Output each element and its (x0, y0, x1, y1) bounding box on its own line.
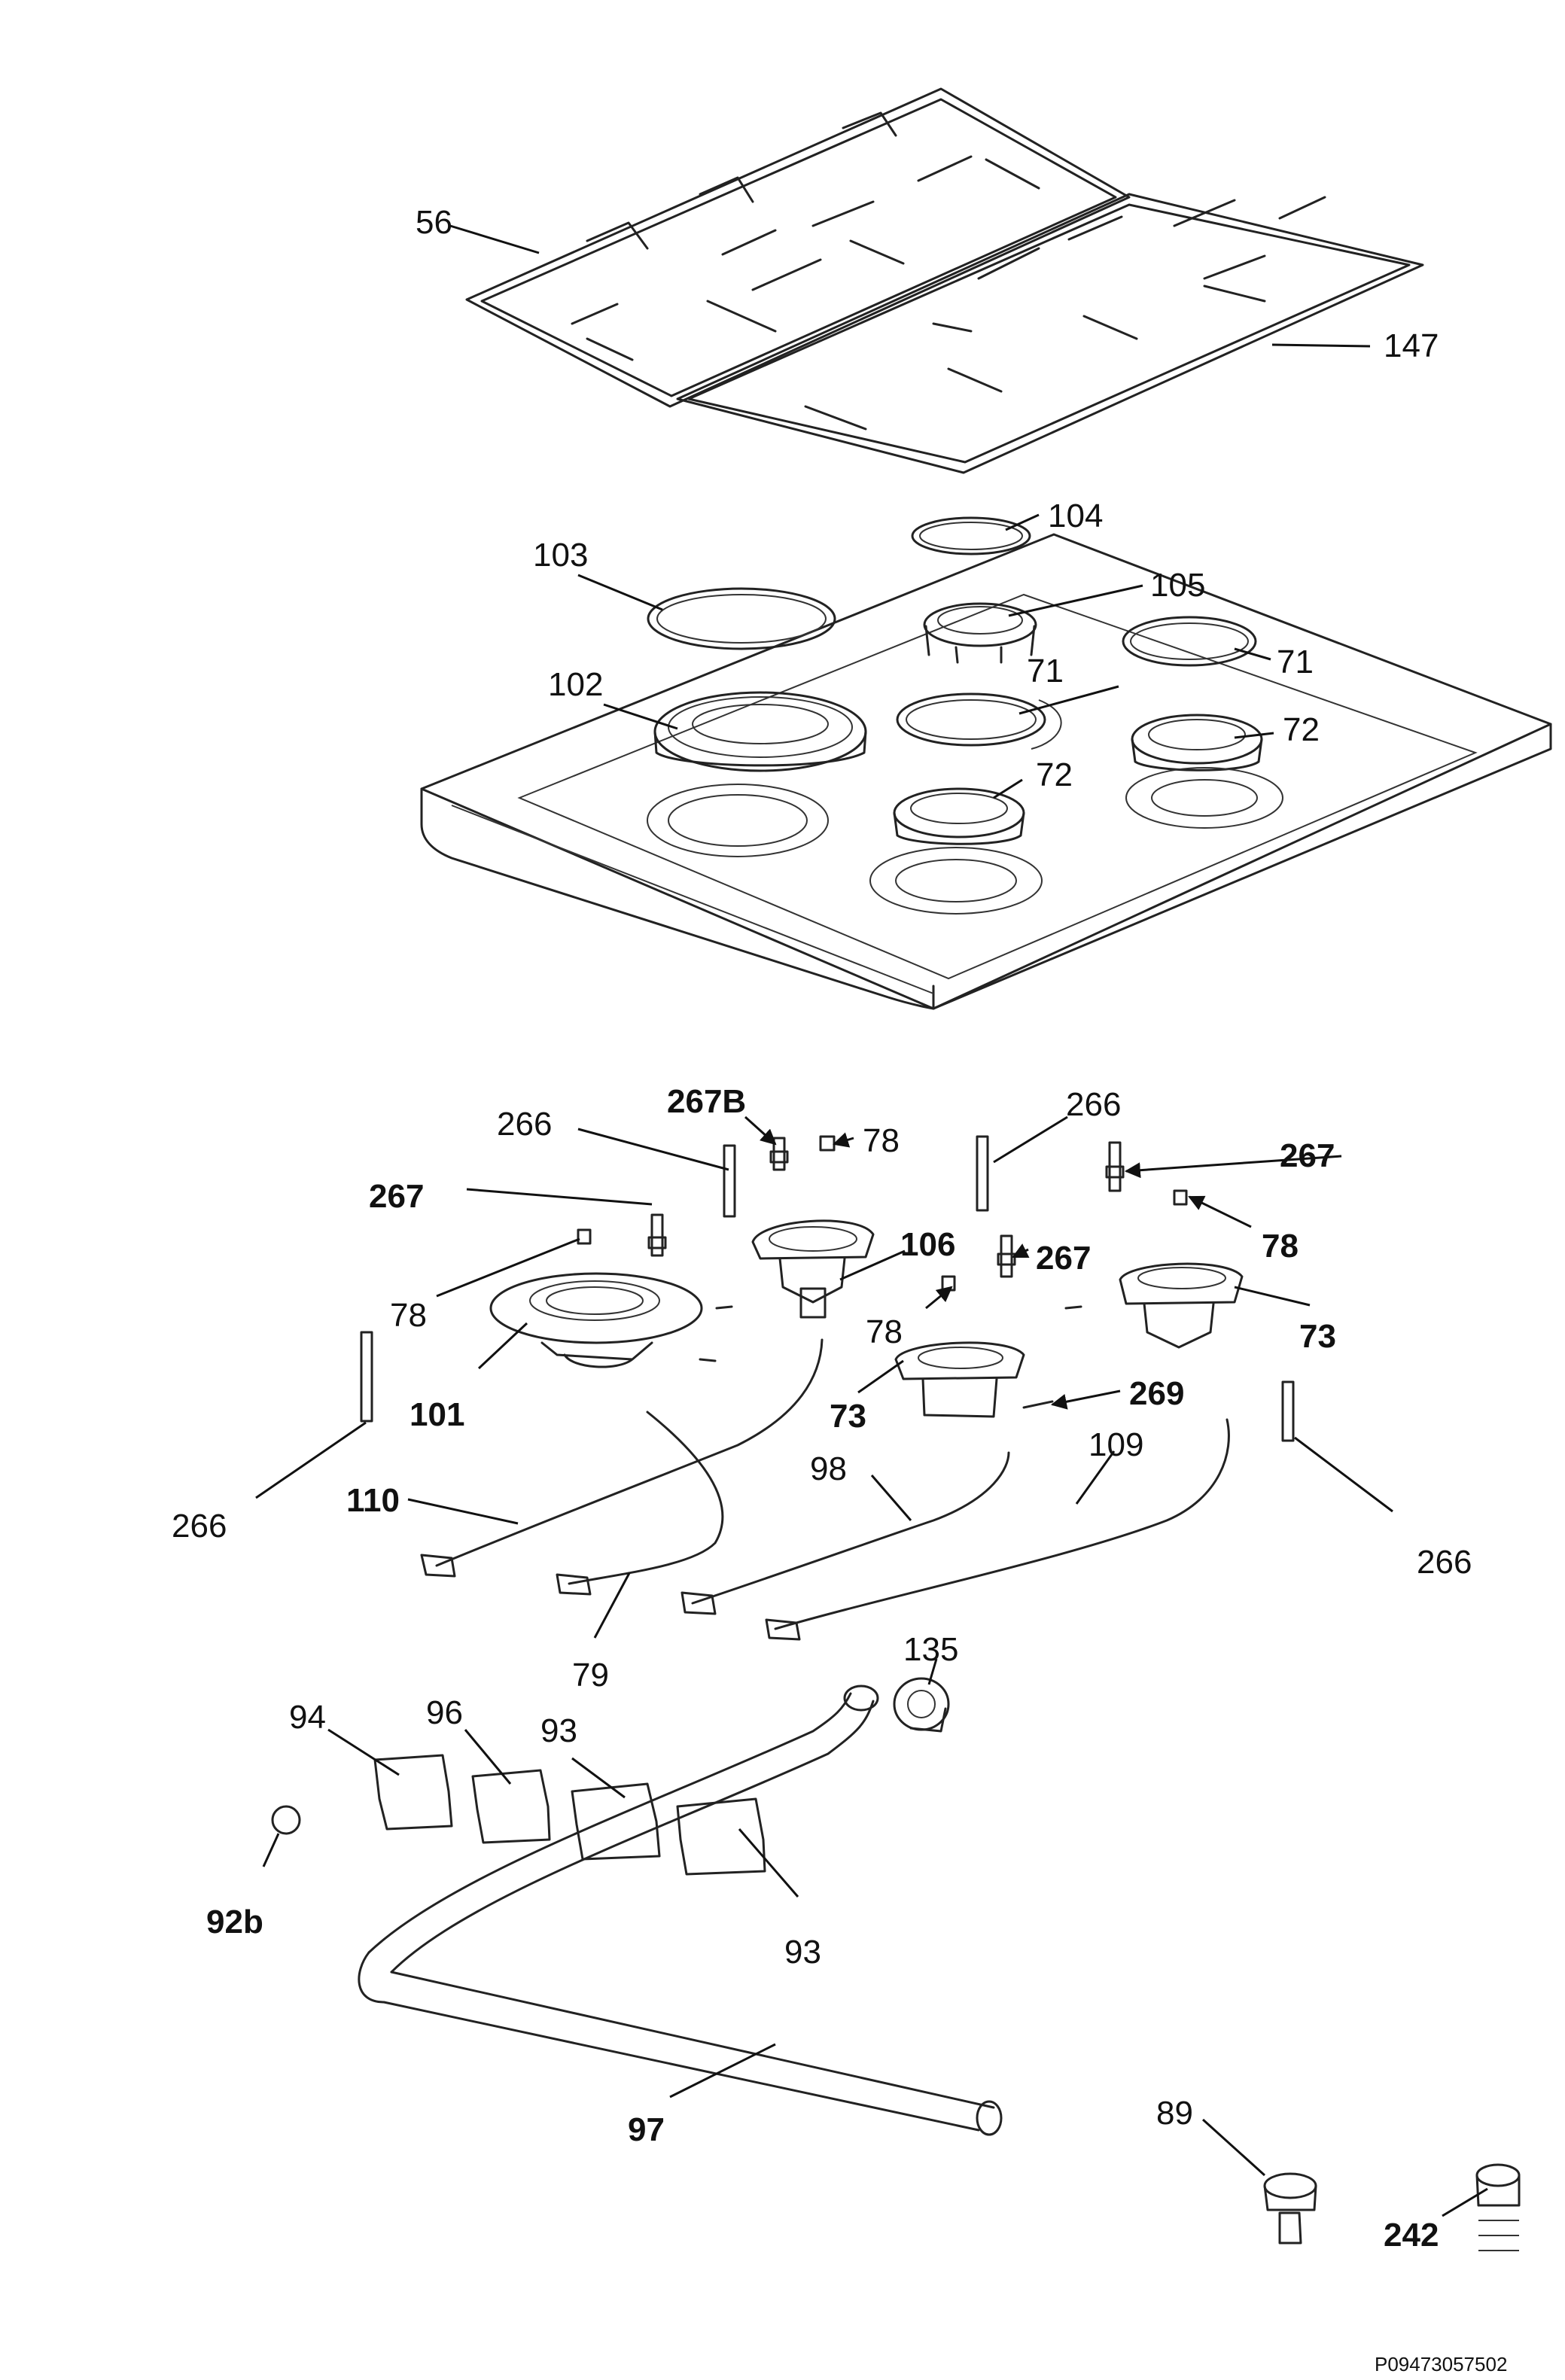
burner-cup-auxiliary (751, 1219, 875, 1319)
burner-cap-large (647, 587, 836, 650)
gas-manifold (358, 1685, 1003, 2136)
label-gas-elbow: 135 (903, 1631, 958, 1668)
label-cap-medium-right: 71 (1277, 644, 1314, 680)
burner-recesses (647, 699, 1283, 915)
burner-cap-medium-center (896, 692, 1046, 747)
label-nozzle-top-center: 78 (863, 1122, 900, 1159)
label-pipe-98: 98 (810, 1450, 847, 1487)
label-cup-auxiliary: 106 (900, 1226, 955, 1263)
label-burner-auxiliary: 105 (1150, 567, 1205, 604)
burner-cup-right (1119, 1262, 1244, 1349)
label-tap-96: 96 (426, 1694, 463, 1731)
label-cap-large: 103 (533, 537, 588, 574)
diagram-reference-code: P09473057502 (1375, 2353, 1507, 2375)
gas-elbow (893, 1677, 950, 1733)
label-burner-medium-right: 72 (1283, 711, 1320, 748)
burner-cap-medium-right (1122, 616, 1257, 667)
burner-head-auxiliary (923, 602, 1037, 664)
label-cap-medium-center: 71 (1027, 653, 1064, 689)
label-electrode-center: 269 (1129, 1375, 1184, 1412)
label-grate-right: 147 (1384, 327, 1439, 364)
label-tap-93-lower: 93 (784, 1934, 821, 1971)
label-screw-top-center: 267B (667, 1083, 746, 1120)
burner-cup-triple (489, 1272, 703, 1368)
label-burner-medium-center: 72 (1036, 756, 1073, 793)
label-nozzle-center: 78 (866, 1313, 903, 1350)
thermocouples (360, 1135, 1295, 1442)
label-thermocouple-top-right: 266 (1066, 1086, 1121, 1123)
gas-taps (373, 1754, 766, 1876)
label-manifold: 97 (628, 2111, 665, 2148)
label-tap-94: 94 (289, 1699, 326, 1736)
label-cup-center: 73 (830, 1398, 866, 1435)
leader-lines (255, 224, 1488, 2217)
label-screw-left: 267 (369, 1178, 424, 1215)
label-tap-93-upper: 93 (540, 1712, 577, 1749)
label-pipe-110: 110 (346, 1482, 400, 1519)
label-spring-242: 242 (1384, 2217, 1439, 2254)
label-burner-triple: 102 (548, 666, 603, 703)
knob-cap (271, 1805, 301, 1835)
burner-head-triple-crown (653, 691, 867, 772)
label-cup-right: 73 (1299, 1318, 1336, 1355)
label-pipe-109: 109 (1088, 1426, 1143, 1463)
label-cap-small: 104 (1048, 498, 1103, 534)
hob-top-panel (420, 533, 1552, 1010)
label-nozzle-left: 78 (390, 1297, 427, 1334)
label-nozzle-right: 78 (1262, 1228, 1299, 1265)
burner-head-medium-center (893, 787, 1025, 845)
screws-nozzles (577, 1135, 1188, 1409)
label-thermocouple-top-left: 266 (497, 1106, 552, 1143)
burner-cap-small (911, 516, 1031, 555)
fitting-89 (1263, 2172, 1317, 2245)
label-thermocouple-left: 266 (172, 1508, 227, 1545)
label-screw-right: 267 (1280, 1137, 1335, 1174)
gas-pipes (420, 1338, 1230, 1641)
label-pipe-79: 79 (572, 1657, 609, 1694)
pan-support-left (465, 87, 1131, 408)
burner-cup-center (894, 1341, 1025, 1418)
label-knob-cap: 92b (206, 1904, 263, 1940)
label-screw-center: 267 (1036, 1240, 1091, 1277)
pan-support-right (676, 193, 1424, 474)
burner-head-medium-right (1131, 714, 1263, 772)
label-thermocouple-right: 266 (1417, 1544, 1472, 1581)
spring-242 (1475, 2163, 1521, 2251)
label-grate-left: 56 (416, 204, 452, 241)
label-cup-triple: 101 (410, 1396, 464, 1433)
label-fitting-89: 89 (1156, 2095, 1193, 2132)
